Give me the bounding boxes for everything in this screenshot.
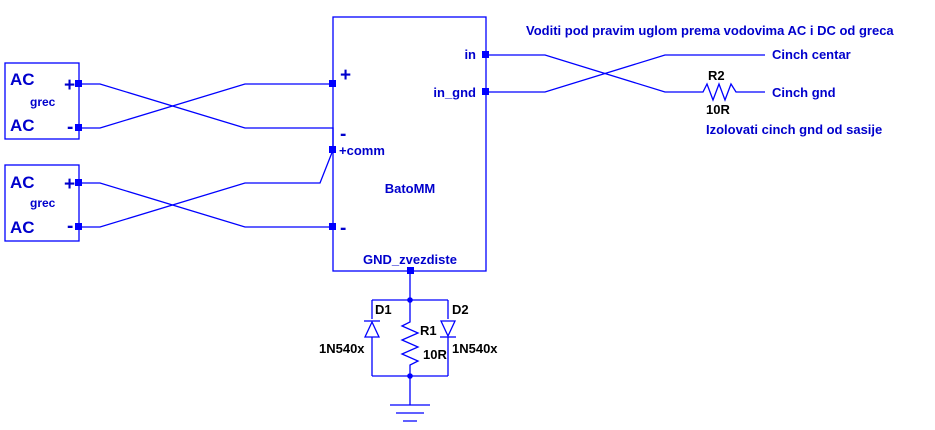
t2-minus-sign: - — [67, 216, 73, 237]
t2-mid-label: grec — [30, 196, 56, 210]
junction-gnd-top — [407, 297, 413, 303]
note-bottom: Izolovati cinch gnd od sasije — [706, 122, 882, 137]
module-gnd-label: GND_zvezdiste — [363, 252, 457, 267]
d1-diode — [363, 320, 381, 338]
t1-minus-sign: - — [67, 117, 73, 138]
transformer-2-box — [4, 164, 80, 242]
pin-t2-minus — [75, 223, 82, 230]
cinch-centar-label: Cinch centar — [772, 47, 851, 62]
module-box — [332, 16, 487, 272]
module-in-gnd-label: in_gnd — [433, 85, 476, 100]
r1-resistor — [400, 300, 420, 376]
wire-t1-plus — [79, 83, 334, 150]
r2-ref: R2 — [708, 68, 725, 83]
pin-module-in — [482, 51, 489, 58]
d2-diode — [439, 320, 457, 338]
wire-in — [486, 54, 700, 93]
t2-plus-sign: + — [64, 174, 75, 195]
pin-t1-plus — [75, 80, 82, 87]
t1-plus-sign: + — [64, 75, 75, 96]
wire-t1-minus — [79, 83, 333, 129]
module-plus-top-label: + — [340, 65, 351, 86]
d1-value: 1N540x — [319, 341, 365, 356]
module-comm-label: +comm — [339, 143, 385, 158]
pin-module-comm — [329, 146, 336, 153]
t1-bottom-label: AC — [10, 116, 35, 135]
d2-value: 1N540x — [452, 341, 498, 356]
pin-t1-minus — [75, 124, 82, 131]
note-top: Voditi pod pravim uglom prema vodovima A… — [526, 23, 894, 38]
module-minus-top-label: - — [340, 124, 346, 145]
cinch-gnd-label: Cinch gnd — [772, 85, 836, 100]
wire-t2-minus — [79, 149, 334, 228]
transformer-1-box — [4, 62, 80, 140]
t1-mid-label: grec — [30, 95, 56, 109]
pin-module-in-gnd — [482, 88, 489, 95]
r2-value: 10R — [706, 102, 730, 117]
ground-symbol — [390, 376, 430, 422]
t2-bottom-label: AC — [10, 218, 35, 237]
r2-resistor — [700, 82, 765, 102]
t1-top-label: AC — [10, 70, 35, 89]
pin-module-gnd — [407, 267, 414, 274]
d1-ref: D1 — [375, 302, 392, 317]
r1-ref: R1 — [420, 323, 437, 338]
d2-ref: D2 — [452, 302, 469, 317]
wire-in-gnd — [486, 54, 765, 93]
r1-value: 10R — [423, 347, 447, 362]
junction-gnd-bottom — [407, 373, 413, 379]
module-name: BatoMM — [385, 181, 436, 196]
pin-t2-plus — [75, 179, 82, 186]
pin-module-plus-top — [329, 80, 336, 87]
pin-module-minus-bottom — [329, 223, 336, 230]
wire-t2-plus — [79, 182, 333, 228]
module-minus-bottom-label: - — [340, 218, 346, 239]
module-in-label: in — [464, 47, 476, 62]
t2-top-label: AC — [10, 173, 35, 192]
